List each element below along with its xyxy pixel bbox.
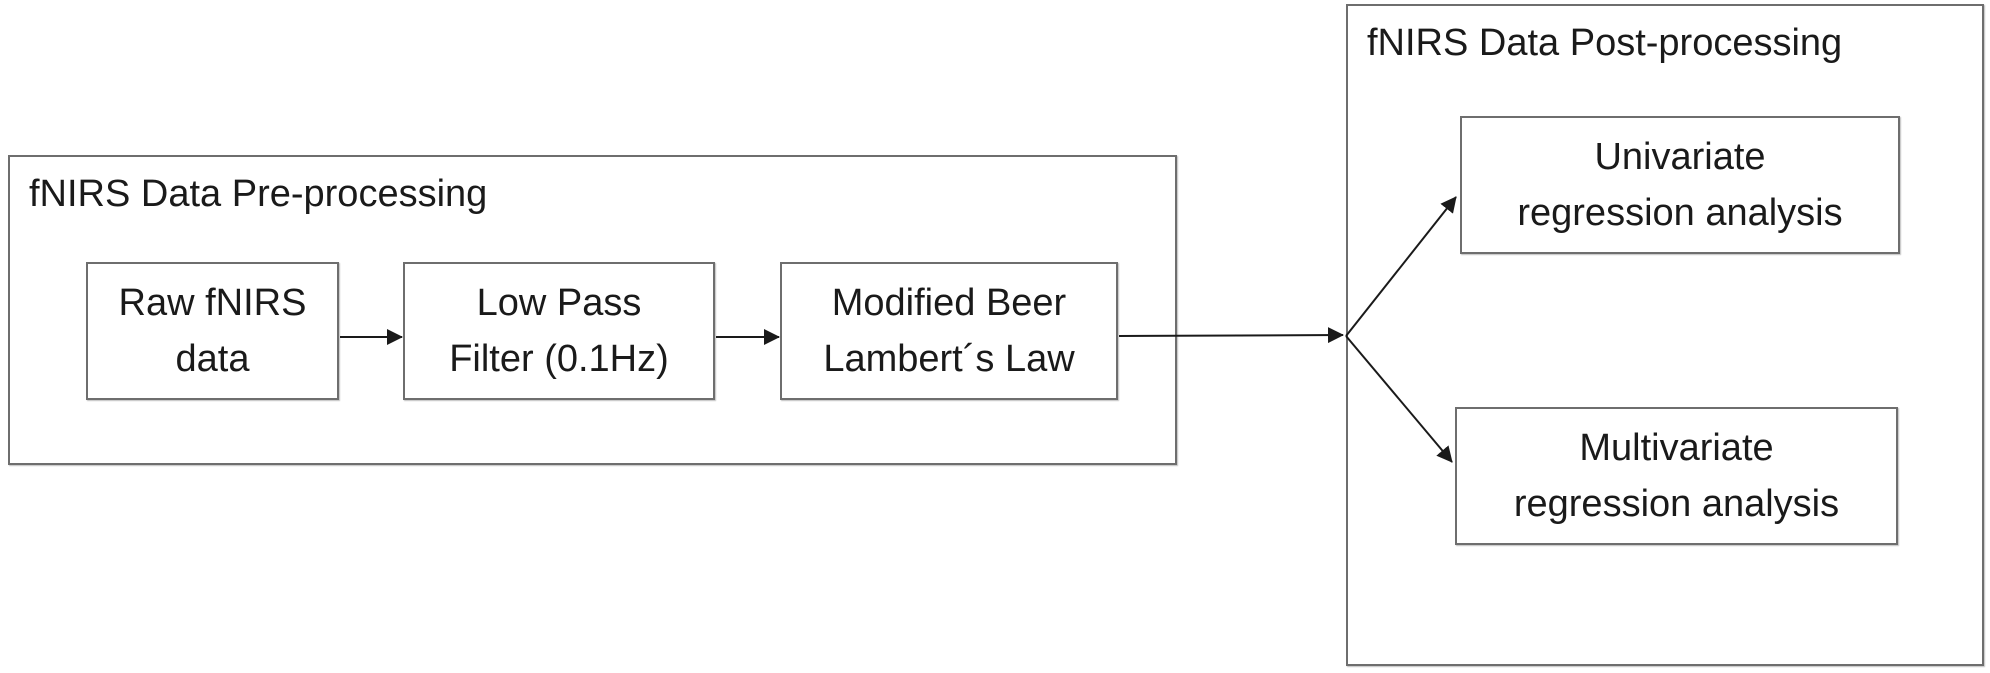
multivariate-analysis-node: Multivariate regression analysis <box>1455 407 1898 545</box>
raw-fnirs-data-line2: data <box>175 338 250 380</box>
low-pass-filter-line1: Low Pass <box>476 282 642 324</box>
raw-fnirs-data-node: Raw fNIRS data <box>86 262 339 400</box>
univariate-analysis-line2: regression analysis <box>1517 192 1843 234</box>
preprocessing-title: fNIRS Data Pre-processing <box>29 173 488 215</box>
multivariate-analysis-line1: Multivariate <box>1579 427 1774 469</box>
postprocessing-title: fNIRS Data Post-processing <box>1367 22 1843 64</box>
low-pass-filter-line2: Filter (0.1Hz) <box>449 338 669 380</box>
low-pass-filter-node: Low Pass Filter (0.1Hz) <box>403 262 715 400</box>
modified-beer-lambert-line1: Modified Beer <box>831 282 1067 324</box>
multivariate-analysis-line2: regression analysis <box>1513 483 1840 525</box>
modified-beer-lambert-node: Modified Beer Lambert´s Law <box>780 262 1118 400</box>
univariate-analysis-node: Univariate regression analysis <box>1460 116 1900 254</box>
univariate-analysis-line1: Univariate <box>1594 136 1766 178</box>
raw-fnirs-data-line1: Raw fNIRS <box>118 282 307 324</box>
modified-beer-lambert-line2: Lambert´s Law <box>823 338 1075 380</box>
postprocessing-group: fNIRS Data Post-processing <box>1346 4 1984 666</box>
